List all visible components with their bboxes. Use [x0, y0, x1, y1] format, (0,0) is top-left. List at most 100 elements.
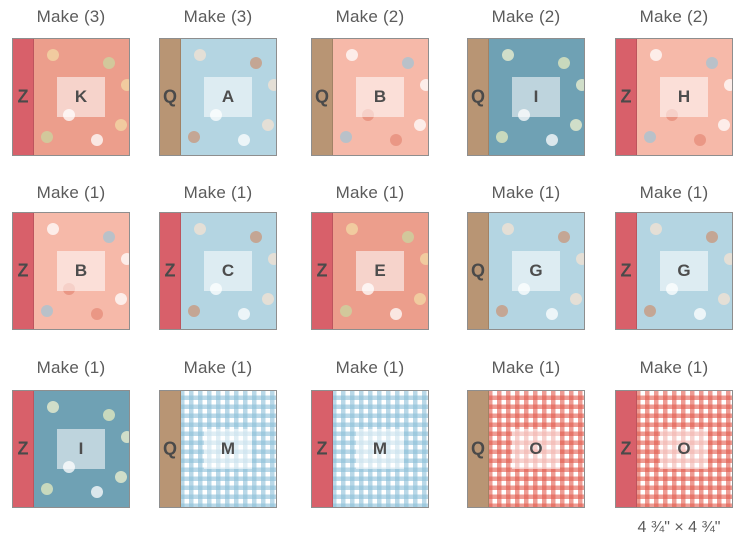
strip-letter-label: Q — [160, 87, 180, 108]
fabric-motif — [262, 293, 274, 305]
side-strip: Z — [13, 39, 34, 155]
side-strip: Q — [468, 213, 489, 329]
fabric-motif — [340, 131, 352, 143]
block-fabric: I — [488, 39, 584, 155]
fabric-motif — [558, 57, 570, 69]
fabric-motif — [262, 119, 274, 131]
fabric-motif — [390, 134, 402, 146]
fabric-motif — [420, 253, 429, 265]
fabric-motif — [718, 119, 730, 131]
fabric-motif — [91, 308, 103, 320]
make-count-label: Make (2) — [456, 7, 596, 27]
strip-letter-label: Q — [468, 261, 488, 282]
fabric-motif — [91, 134, 103, 146]
make-count-label: Make (1) — [1, 183, 141, 203]
fabric-letter-label: E — [356, 251, 404, 291]
side-strip: Q — [468, 391, 489, 507]
side-strip: Z — [160, 213, 181, 329]
block-fabric: K — [33, 39, 129, 155]
side-strip: Z — [616, 391, 637, 507]
fabric-motif — [238, 134, 250, 146]
strip-letter-label: Q — [312, 87, 332, 108]
strip-letter-label: Z — [13, 439, 33, 460]
block-fabric: B — [332, 39, 428, 155]
side-strip: Z — [13, 213, 34, 329]
make-count-label: Make (2) — [604, 7, 742, 27]
strip-letter-label: Q — [468, 87, 488, 108]
fabric-motif — [706, 57, 718, 69]
make-count-label: Make (1) — [1, 358, 141, 378]
make-count-label: Make (3) — [148, 7, 288, 27]
side-strip: Z — [312, 391, 333, 507]
fabric-motif — [694, 134, 706, 146]
fabric-motif — [650, 223, 662, 235]
fabric-motif — [546, 308, 558, 320]
make-count-label: Make (2) — [300, 7, 440, 27]
block-fabric: M — [332, 391, 428, 507]
block-fabric: A — [180, 39, 276, 155]
fabric-motif — [121, 253, 130, 265]
fabric-motif — [268, 79, 277, 91]
strip-letter-label: Z — [160, 261, 180, 282]
fabric-motif — [47, 223, 59, 235]
fabric-motif — [402, 231, 414, 243]
side-strip: Z — [616, 213, 637, 329]
fabric-motif — [644, 305, 656, 317]
fabric-motif — [188, 131, 200, 143]
fabric-motif — [268, 253, 277, 265]
fabric-motif — [650, 49, 662, 61]
fabric-letter-label: B — [356, 77, 404, 117]
fabric-motif — [724, 79, 733, 91]
fabric-motif — [718, 293, 730, 305]
fabric-letter-label: H — [660, 77, 708, 117]
fabric-motif — [47, 401, 59, 413]
block-fabric: O — [488, 391, 584, 507]
fabric-motif — [390, 308, 402, 320]
fabric-motif — [570, 293, 582, 305]
block-fabric: C — [180, 213, 276, 329]
block-fabric: M — [180, 391, 276, 507]
fabric-motif — [194, 223, 206, 235]
strip-letter-label: Z — [616, 261, 636, 282]
fabric-motif — [188, 305, 200, 317]
fabric-motif — [103, 57, 115, 69]
fabric-motif — [558, 231, 570, 243]
fabric-letter-label: M — [356, 429, 404, 469]
fabric-motif — [570, 119, 582, 131]
fabric-motif — [250, 231, 262, 243]
fabric-motif — [91, 486, 103, 498]
block-fabric: O — [636, 391, 732, 507]
make-count-label: Make (1) — [148, 358, 288, 378]
strip-letter-label: Z — [312, 439, 332, 460]
side-strip: Z — [616, 39, 637, 155]
fabric-motif — [496, 305, 508, 317]
fabric-motif — [576, 253, 585, 265]
side-strip: Z — [13, 391, 34, 507]
make-count-label: Make (3) — [1, 7, 141, 27]
fabric-motif — [47, 49, 59, 61]
side-strip: Q — [468, 39, 489, 155]
strip-letter-label: Z — [616, 87, 636, 108]
fabric-letter-label: O — [512, 429, 560, 469]
strip-letter-label: Z — [13, 261, 33, 282]
fabric-motif — [115, 471, 127, 483]
fabric-motif — [121, 79, 130, 91]
fabric-letter-label: K — [57, 77, 105, 117]
fabric-motif — [194, 49, 206, 61]
fabric-letter-label: B — [57, 251, 105, 291]
side-strip: Z — [312, 213, 333, 329]
fabric-motif — [41, 305, 53, 317]
side-strip: Q — [160, 39, 181, 155]
block-fabric: E — [332, 213, 428, 329]
fabric-motif — [546, 134, 558, 146]
